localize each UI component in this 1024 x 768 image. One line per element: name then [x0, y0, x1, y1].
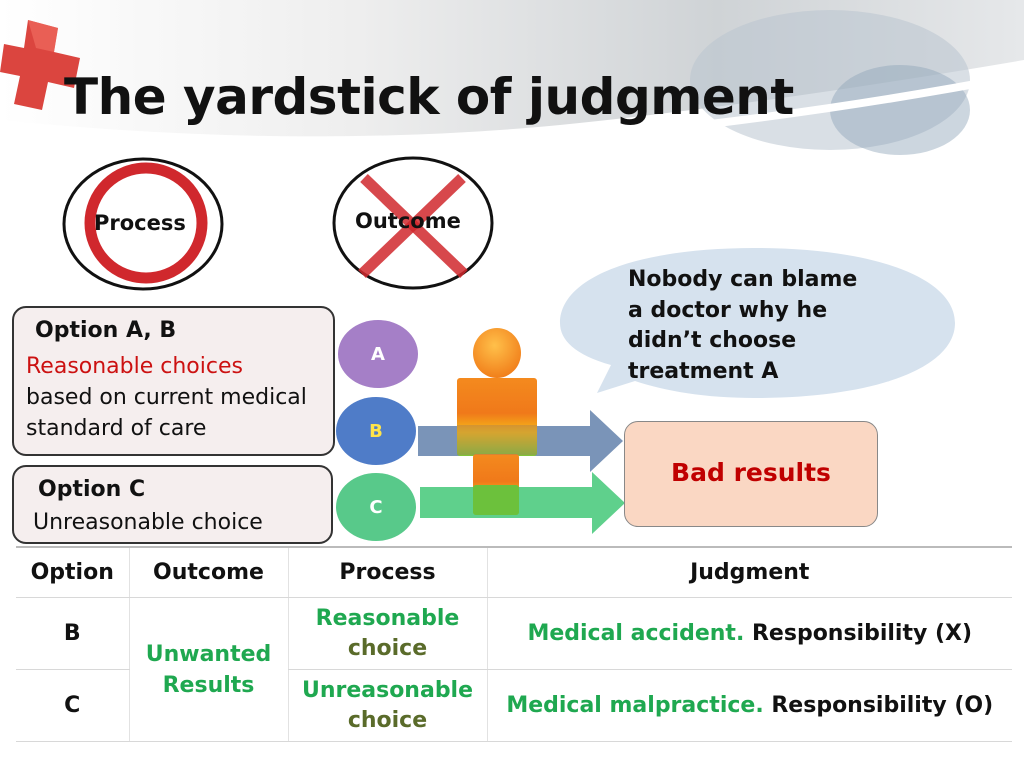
bubble-line-4: treatment A	[628, 358, 779, 384]
table-header-row: Option Outcome Process Judgment	[16, 546, 1012, 598]
header-option: Option	[16, 546, 129, 598]
bubble-line-3: didn’t choose	[628, 328, 797, 353]
option-ab-red-text: Reasonable choices	[26, 354, 243, 379]
header-judgment: Judgment	[486, 546, 1012, 598]
speech-bubble	[560, 248, 955, 398]
table-row: C Unreasonable choice Medical malpractic…	[16, 669, 1012, 742]
row-c-judgment-black: Responsibility (O)	[771, 693, 994, 718]
row-c-judgment: Medical malpractice. Responsibility (O)	[486, 669, 1012, 742]
row-b-judgment: Medical accident. Responsibility (X)	[486, 597, 1012, 670]
row-c-process: Unreasonable choice	[287, 669, 487, 742]
option-b-circle: B	[336, 397, 416, 465]
option-ab-line-3: standard of care	[26, 416, 207, 441]
medical-cross-logo	[0, 20, 80, 110]
option-ab-line-2: based on current medical	[26, 385, 307, 410]
header-outcome: Outcome	[128, 546, 288, 598]
bad-results-label: Bad results	[671, 457, 831, 487]
option-c-box	[12, 465, 333, 544]
option-c-red-text: Unreasonable choice	[33, 510, 263, 535]
option-c-title: Option C	[38, 477, 146, 502]
table-row: B Unwanted Results Reasonable choice Med…	[16, 597, 1012, 742]
header-process: Process	[287, 546, 487, 598]
row-b-judgment-black: Responsibility (X)	[751, 621, 973, 646]
row-b-process: Reasonable choice	[287, 597, 487, 670]
outcome-cross-circle-icon	[332, 156, 494, 290]
speech-bubble-text: Nobody can blame a doctor why he didn’t …	[628, 265, 908, 387]
row-b-process-line-1: Reasonable	[315, 605, 460, 631]
row-b-judgment-green: Medical accident.	[527, 621, 745, 646]
row-b-process-line-2: choice	[347, 635, 428, 661]
option-ab-title: Option A, B	[35, 318, 177, 343]
outcome-label: Outcome	[355, 209, 461, 233]
row-c-process-line-1: Unreasonable	[301, 677, 474, 703]
bubble-line-2: a doctor why he	[628, 297, 828, 323]
page-title: The yardstick of judgment	[64, 68, 794, 126]
person-figure-icon	[457, 328, 537, 515]
row-b-option: B	[16, 597, 129, 670]
bubble-line-1: Nobody can blame	[628, 267, 858, 292]
option-ab-box	[12, 306, 335, 456]
row-c-judgment-green: Medical malpractice.	[506, 693, 764, 718]
outcome-line-1: Unwanted	[145, 641, 272, 667]
option-a-circle: A	[338, 320, 418, 388]
outcome-line-2: Results	[162, 672, 255, 698]
process-check-circle-icon	[62, 157, 224, 291]
judgment-table: Option Outcome Process Judgment B Unwant…	[16, 546, 1012, 742]
option-ab-description: Reasonable choices based on current medi…	[26, 351, 326, 444]
bad-results-box: Bad results	[624, 421, 878, 527]
row-c-process-line-2: choice	[347, 707, 428, 733]
row-c-option: C	[16, 669, 129, 742]
arrow-c-to-results	[420, 472, 625, 534]
process-label: Process	[94, 211, 186, 235]
outcome-cell: Unwanted Results	[128, 597, 288, 742]
header-background	[0, 0, 1024, 190]
option-c-circle: C	[336, 473, 416, 541]
